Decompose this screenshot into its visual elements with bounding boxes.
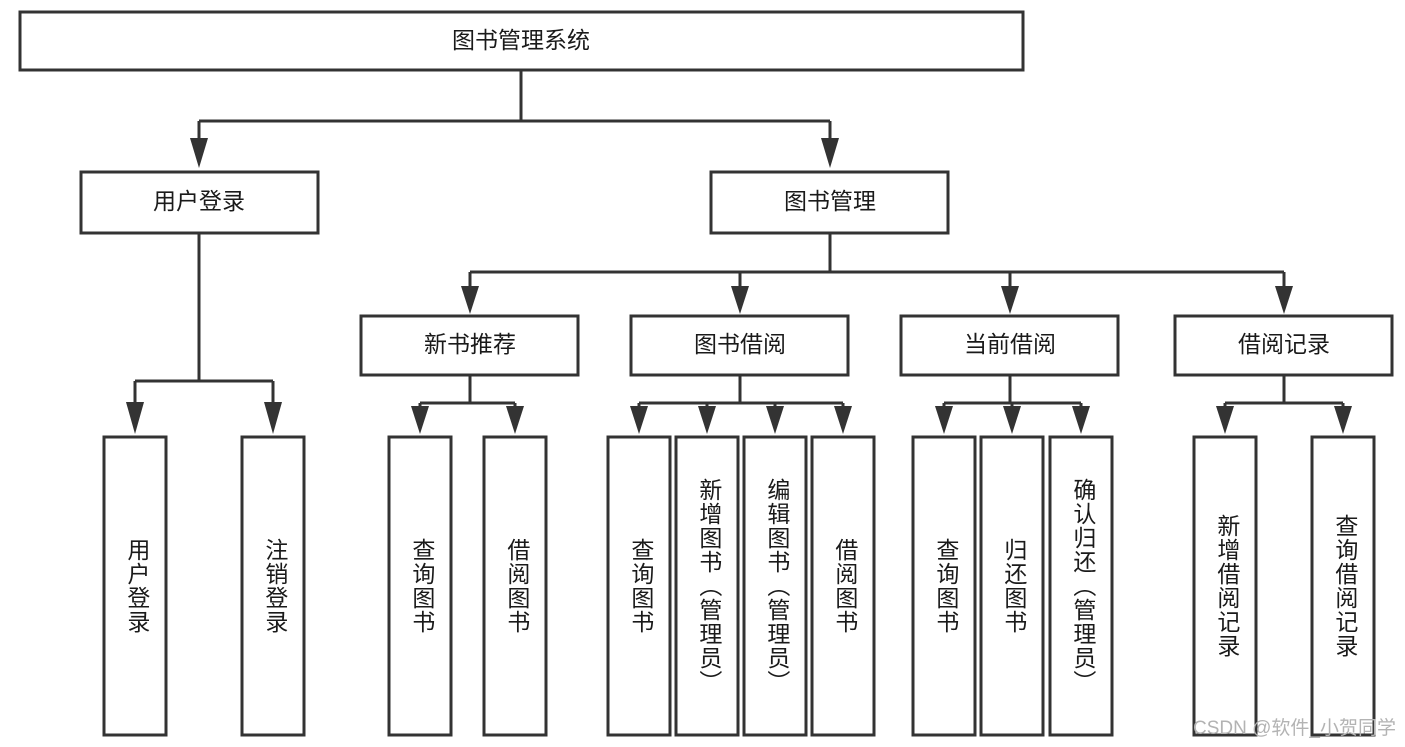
node-leaf-add-book-label: 新增图书（管理员） xyxy=(696,478,723,694)
arrow-head-new-book-recommend xyxy=(461,286,479,314)
node-book-borrow[interactable]: 图书借阅 xyxy=(629,314,850,377)
arrow-head-leaf-query-book-2 xyxy=(630,406,648,434)
node-leaf-query-book-3-label: 查询图书 xyxy=(933,538,960,634)
node-leaf-confirm-return-label: 确认归还（管理员） xyxy=(1070,478,1097,694)
node-leaf-confirm-return[interactable]: 确认归还（管理员） xyxy=(1048,435,1114,737)
arrow-head-leaf-add-book xyxy=(698,406,716,434)
node-leaf-user-login-label: 用户登录 xyxy=(124,538,151,634)
node-leaf-return-book-label: 归还图书 xyxy=(1001,538,1028,634)
node-borrow-record[interactable]: 借阅记录 xyxy=(1173,314,1394,377)
node-root-system[interactable]: 图书管理系统 xyxy=(18,10,1025,72)
node-leaf-query-record[interactable]: 查询借阅记录 xyxy=(1310,435,1376,737)
arrow-head-book-borrow xyxy=(731,286,749,314)
node-leaf-query-book-3[interactable]: 查询图书 xyxy=(911,435,977,737)
node-leaf-query-book-1-label: 查询图书 xyxy=(409,538,436,634)
arrow-head-leaf-edit-book xyxy=(766,406,784,434)
node-book-manage[interactable]: 图书管理 xyxy=(709,170,950,235)
node-leaf-add-record[interactable]: 新增借阅记录 xyxy=(1192,435,1258,737)
node-leaf-query-book-2[interactable]: 查询图书 xyxy=(606,435,672,737)
node-root-label: 图书管理系统 xyxy=(452,27,590,53)
node-leaf-return-book[interactable]: 归还图书 xyxy=(979,435,1045,737)
node-user-login-label: 用户登录 xyxy=(153,188,245,214)
connector-layer xyxy=(126,70,1352,434)
arrow-head-leaf-borrow-book-1 xyxy=(506,406,524,434)
arrow-head-leaf-query-book-3 xyxy=(935,406,953,434)
node-book-manage-label: 图书管理 xyxy=(784,188,876,214)
arrow-head-leaf-query-book-1 xyxy=(411,406,429,434)
node-leaf-query-book-1[interactable]: 查询图书 xyxy=(387,435,453,737)
arrow-head-leaf-user-logout xyxy=(264,402,282,434)
arrow-head-leaf-return-book xyxy=(1003,406,1021,434)
node-current-borrow-label: 当前借阅 xyxy=(964,331,1056,357)
node-user-login[interactable]: 用户登录 xyxy=(79,170,320,235)
node-book-borrow-label: 图书借阅 xyxy=(694,331,786,357)
node-leaf-query-record-label: 查询借阅记录 xyxy=(1332,514,1359,658)
node-leaf-borrow-book-2-label: 借阅图书 xyxy=(832,538,859,634)
node-leaf-user-logout-label: 注销登录 xyxy=(262,538,289,634)
node-new-book-recommend[interactable]: 新书推荐 xyxy=(359,314,580,377)
arrow-head-book-manage xyxy=(821,138,839,168)
node-leaf-borrow-book-1[interactable]: 借阅图书 xyxy=(482,435,548,737)
arrow-head-leaf-add-record xyxy=(1216,406,1234,434)
node-leaf-query-book-2-label: 查询图书 xyxy=(628,538,655,634)
node-new-book-recommend-label: 新书推荐 xyxy=(424,331,516,357)
node-leaf-user-logout[interactable]: 注销登录 xyxy=(240,435,306,737)
node-leaf-user-login[interactable]: 用户登录 xyxy=(102,435,168,737)
node-leaf-borrow-book-2[interactable]: 借阅图书 xyxy=(810,435,876,737)
arrow-head-leaf-user-login xyxy=(126,402,144,434)
arrow-head-current-borrow xyxy=(1001,286,1019,314)
node-leaf-edit-book-label: 编辑图书（管理员） xyxy=(764,478,791,694)
node-leaf-add-record-label: 新增借阅记录 xyxy=(1214,514,1241,658)
arrow-head-leaf-query-record xyxy=(1334,406,1352,434)
arrow-head-leaf-confirm-return xyxy=(1072,406,1090,434)
node-borrow-record-label: 借阅记录 xyxy=(1238,331,1330,357)
node-leaf-edit-book[interactable]: 编辑图书（管理员） xyxy=(742,435,808,737)
arrow-head-borrow-record xyxy=(1275,286,1293,314)
csdn-watermark: CSDN @软件_小贺同学 xyxy=(1193,717,1396,739)
node-current-borrow[interactable]: 当前借阅 xyxy=(899,314,1120,377)
node-leaf-borrow-book-1-label: 借阅图书 xyxy=(504,538,531,634)
node-leaf-add-book[interactable]: 新增图书（管理员） xyxy=(674,435,740,737)
arrow-head-leaf-borrow-book-2 xyxy=(834,406,852,434)
arrow-head-user-login xyxy=(190,138,208,168)
